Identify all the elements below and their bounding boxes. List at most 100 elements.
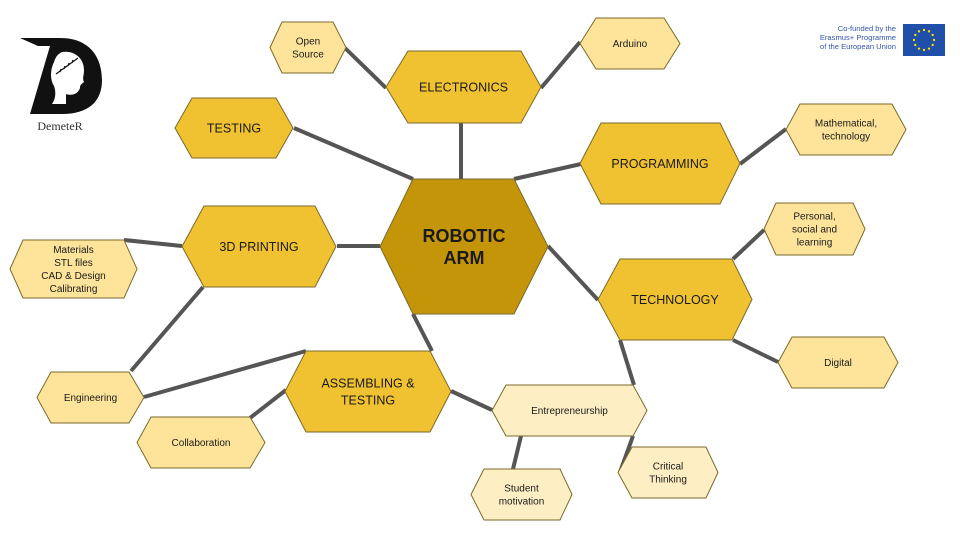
connector-line	[546, 244, 600, 302]
node-label: TECHNOLOGY	[631, 293, 719, 307]
node-label: CAD & Design	[41, 271, 105, 282]
node-mathematical[interactable]: Mathematical, technology	[785, 103, 907, 156]
eu-star-icon	[927, 47, 931, 50]
eu-star-icon	[927, 30, 931, 33]
hexagon-shape	[597, 258, 753, 341]
node-label: ARM	[444, 248, 485, 268]
node-student[interactable]: Student motivation	[470, 468, 573, 521]
node-personal[interactable]: Personal, social and learning	[763, 202, 866, 256]
connector-line	[738, 127, 788, 166]
node-collaboration[interactable]: Collaboration	[136, 416, 266, 469]
connector-line	[732, 338, 779, 364]
node-testing[interactable]: TESTING	[174, 97, 294, 159]
node-printing[interactable]: 3D PRINTING	[181, 205, 337, 288]
node-label: Digital	[824, 358, 852, 369]
node-label: technology	[822, 132, 870, 143]
node-label: 3D PRINTING	[219, 240, 298, 254]
node-label: TESTING	[341, 394, 395, 408]
logo-woman-silhouette-icon	[51, 51, 84, 104]
node-label: learning	[797, 238, 833, 249]
logo-name: DemeteR	[37, 119, 82, 133]
hexagon-shape	[763, 202, 866, 256]
connector-line	[731, 228, 766, 261]
node-label: Materials	[53, 245, 94, 256]
laurel-icon	[55, 57, 79, 75]
node-label: Engineering	[64, 393, 117, 404]
node-label: motivation	[499, 497, 545, 508]
funding-line: Erasmus+ Programme	[819, 33, 896, 42]
demeter-logo: DemeteR	[20, 38, 102, 133]
node-label: Entrepreneurship	[531, 406, 608, 417]
node-engineering[interactable]: Engineering	[36, 371, 145, 424]
connector-line	[143, 349, 307, 399]
node-label: Calibrating	[50, 284, 98, 295]
connector-line	[129, 285, 205, 373]
node-label: Thinking	[649, 475, 687, 486]
eu-star-icon	[912, 38, 916, 42]
node-label: Collaboration	[172, 438, 231, 449]
hexagon-shape	[174, 97, 294, 159]
node-label: Personal,	[793, 212, 835, 223]
node-digital[interactable]: Digital	[777, 336, 899, 389]
node-programming[interactable]: PROGRAMMING	[579, 122, 741, 205]
connector-line	[450, 389, 493, 412]
eu-star-icon	[914, 43, 917, 47]
hexagon-shape	[617, 446, 719, 499]
connector-line	[248, 388, 288, 420]
node-arduino[interactable]: Arduino	[579, 17, 681, 70]
node-electronics[interactable]: ELECTRONICS	[385, 50, 542, 124]
funding-line: of the European Union	[820, 42, 896, 51]
node-technology[interactable]: TECHNOLOGY	[597, 258, 753, 341]
hexagon-shape	[181, 205, 337, 288]
eu-stars	[912, 28, 936, 52]
funding-text: Co-funded by the Erasmus+ Programme of t…	[798, 24, 896, 51]
hexagon-shape	[36, 371, 145, 424]
connector-line	[343, 46, 388, 90]
eu-star-icon	[931, 33, 934, 37]
node-label: Critical	[653, 462, 684, 473]
hexagon-shape	[385, 50, 542, 124]
hexagon-shape	[9, 239, 138, 299]
hexagon-shape	[284, 350, 452, 433]
node-label: ELECTRONICS	[419, 81, 508, 95]
node-label: social and	[792, 225, 837, 236]
node-label: STL files	[54, 258, 93, 269]
node-entrepreneurship[interactable]: Entrepreneurship	[491, 384, 648, 437]
eu-star-icon	[917, 47, 921, 50]
connector-line	[123, 238, 183, 248]
node-label: Student	[504, 484, 539, 495]
hexagon-shape	[379, 178, 549, 315]
connector-line	[513, 162, 582, 181]
eu-flag-icon	[903, 24, 945, 56]
funding-line: Co-funded by the	[837, 24, 896, 33]
node-assembling[interactable]: ASSEMBLING & TESTING	[284, 350, 452, 433]
eu-star-icon	[931, 43, 934, 47]
hexagon-shape	[470, 468, 573, 521]
hexagon-shape	[136, 416, 266, 469]
connector-line	[411, 313, 434, 352]
connectors	[123, 40, 788, 473]
eu-star-icon	[922, 48, 926, 52]
node-label: Source	[292, 50, 324, 61]
connector-line	[539, 40, 582, 90]
eu-star-icon	[917, 30, 921, 33]
connector-line	[618, 339, 636, 386]
node-label: ASSEMBLING &	[321, 377, 415, 391]
eu-star-icon	[922, 28, 926, 32]
node-label: TESTING	[207, 122, 261, 136]
node-label: Open	[296, 37, 320, 48]
hexagon-shape	[269, 21, 347, 74]
hexagon-shape	[579, 122, 741, 205]
connector-line	[293, 126, 414, 181]
node-label: Mathematical,	[815, 119, 877, 130]
hexagon-shape	[785, 103, 907, 156]
node-label: PROGRAMMING	[611, 157, 708, 171]
eu-star-icon	[932, 38, 936, 42]
eu-star-icon	[914, 33, 917, 37]
